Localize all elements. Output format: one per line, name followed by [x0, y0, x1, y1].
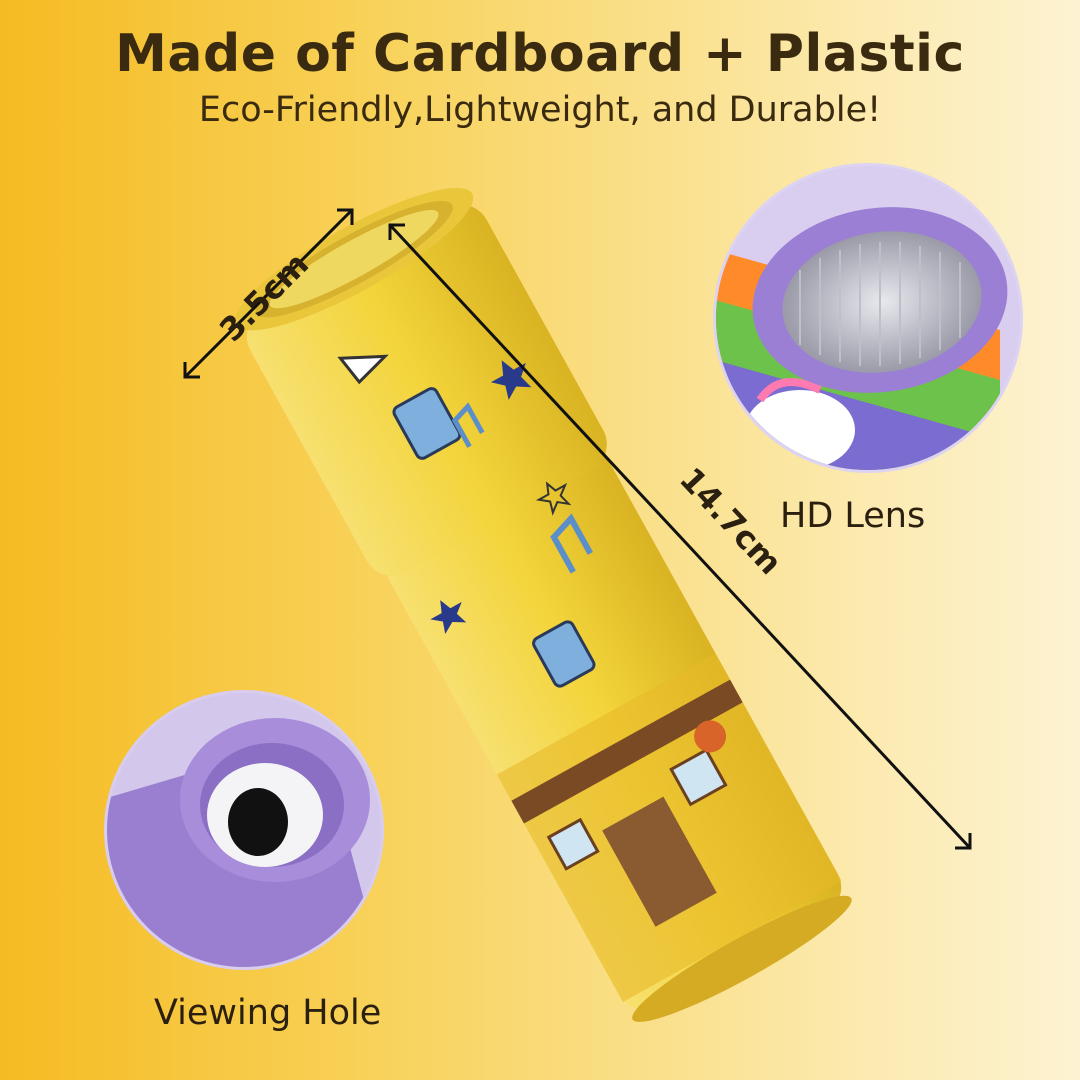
viewing-hole-caption: Viewing Hole — [154, 993, 382, 1033]
headline: Made of Cardboard + Plastic — [115, 24, 965, 84]
kaleidoscope-tube — [234, 187, 852, 1022]
subheadline: Eco-Friendly,Lightweight, and Durable! — [198, 90, 882, 130]
length-arrow — [388, 223, 972, 850]
hd-lens-caption: HD Lens — [780, 496, 926, 536]
diameter-arrow — [183, 208, 354, 379]
hd-lens-inset — [713, 163, 1023, 473]
viewing-hole-inset — [104, 690, 384, 970]
